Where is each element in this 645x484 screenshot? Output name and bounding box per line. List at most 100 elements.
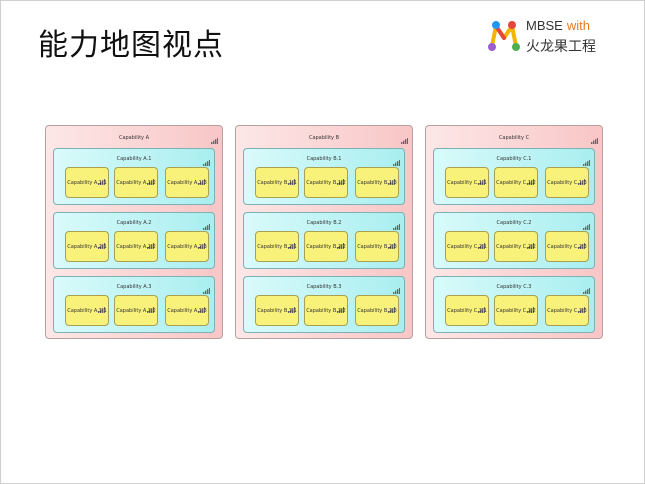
capability-icon bbox=[583, 151, 590, 166]
capability-icon bbox=[578, 298, 585, 313]
capability-icon bbox=[527, 298, 534, 313]
capability-level2[interactable]: Capability C.2.2 bbox=[494, 231, 538, 262]
capability-label: Capability C.3.1 bbox=[447, 308, 487, 314]
capability-icon bbox=[288, 234, 295, 249]
capability-level2[interactable]: Capability C.1.1 bbox=[445, 167, 489, 198]
capability-icon bbox=[203, 279, 210, 294]
capability-label: Capability C.1.1 bbox=[447, 180, 487, 186]
capability-level2[interactable]: Capability B.3.2 bbox=[304, 295, 348, 326]
capability-label: Capability B.1 bbox=[306, 156, 342, 162]
capability-level2[interactable]: Capability C.3.2 bbox=[494, 295, 538, 326]
capability-level2[interactable]: Capability B.1.2 bbox=[304, 167, 348, 198]
capability-icon bbox=[578, 234, 585, 249]
capability-icon bbox=[147, 234, 154, 249]
capability-label: Capability B bbox=[308, 135, 340, 141]
capability-icon bbox=[478, 170, 485, 185]
capability-icon bbox=[393, 215, 400, 230]
capability-level2[interactable]: Capability C.2.3 bbox=[545, 231, 589, 262]
capability-label: Capability C.2.1 bbox=[447, 244, 487, 250]
capability-label: Capability B.1.3 bbox=[357, 180, 397, 186]
capability-label: Capability A.1.3 bbox=[167, 180, 207, 186]
capability-icon bbox=[337, 170, 344, 185]
capability-icon bbox=[388, 298, 395, 313]
capability-label: Capability C.1.3 bbox=[547, 180, 587, 186]
capability-label: Capability B.3 bbox=[306, 284, 342, 290]
capability-level2[interactable]: Capability A.1.2 bbox=[114, 167, 158, 198]
capability-level2[interactable]: Capability A.1.1 bbox=[65, 167, 109, 198]
capability-level2[interactable]: Capability A.1.3 bbox=[165, 167, 209, 198]
page-title: 能力地图视点 bbox=[38, 28, 224, 63]
capability-level2[interactable]: Capability A.2.1 bbox=[65, 231, 109, 262]
capability-icon bbox=[98, 234, 105, 249]
capability-icon bbox=[198, 234, 205, 249]
capability-level2[interactable]: Capability B.1.1 bbox=[255, 167, 299, 198]
capability-level2[interactable]: Capability C.3.3 bbox=[545, 295, 589, 326]
capability-icon bbox=[393, 279, 400, 294]
capability-label: Capability A.3.1 bbox=[67, 308, 107, 314]
capability-label: Capability C.2 bbox=[496, 220, 532, 226]
capability-icon bbox=[337, 298, 344, 313]
logo-bottom-text: 火龙果工程 bbox=[526, 39, 596, 55]
capability-level2[interactable]: Capability A.2.2 bbox=[114, 231, 158, 262]
capability-level2[interactable]: Capability A.3.2 bbox=[114, 295, 158, 326]
capability-icon bbox=[147, 298, 154, 313]
capability-level2[interactable]: Capability A.3.1 bbox=[65, 295, 109, 326]
capability-label: Capability A.2 bbox=[116, 220, 152, 226]
capability-icon bbox=[198, 298, 205, 313]
capability-label: Capability A.1 bbox=[116, 156, 152, 162]
capability-icon bbox=[198, 170, 205, 185]
capability-label: Capability B.2 bbox=[306, 220, 342, 226]
capability-level2[interactable]: Capability B.3.1 bbox=[255, 295, 299, 326]
capability-label: Capability A.1.1 bbox=[67, 180, 107, 186]
capability-level2[interactable]: Capability C.2.1 bbox=[445, 231, 489, 262]
capability-icon bbox=[478, 298, 485, 313]
capability-label: Capability C bbox=[498, 135, 530, 141]
capability-level2[interactable]: Capability C.1.3 bbox=[545, 167, 589, 198]
capability-label: Capability A.2.2 bbox=[116, 244, 156, 250]
capability-label: Capability A.1.2 bbox=[116, 180, 156, 186]
capability-icon bbox=[583, 215, 590, 230]
capability-level2[interactable]: Capability C.1.2 bbox=[494, 167, 538, 198]
capability-label: Capability B.1.1 bbox=[257, 180, 297, 186]
capability-label: Capability B.3.2 bbox=[306, 308, 346, 314]
capability-level2[interactable]: Capability B.3.3 bbox=[355, 295, 399, 326]
capability-level2[interactable]: Capability C.3.1 bbox=[445, 295, 489, 326]
capability-level2[interactable]: Capability A.2.3 bbox=[165, 231, 209, 262]
capability-label: Capability C.1 bbox=[496, 156, 532, 162]
capability-label: Capability A.3.2 bbox=[116, 308, 156, 314]
capability-icon bbox=[388, 234, 395, 249]
capability-label: Capability B.2.1 bbox=[257, 244, 297, 250]
capability-label: Capability B.2.2 bbox=[306, 244, 346, 250]
capability-level2[interactable]: Capability B.2.1 bbox=[255, 231, 299, 262]
capability-level2[interactable]: Capability B.2.2 bbox=[304, 231, 348, 262]
capability-label: Capability B.3.1 bbox=[257, 308, 297, 314]
capability-level2[interactable]: Capability B.2.3 bbox=[355, 231, 399, 262]
capability-icon bbox=[147, 170, 154, 185]
capability-label: Capability B.1.2 bbox=[306, 180, 346, 186]
capability-level2[interactable]: Capability A.3.3 bbox=[165, 295, 209, 326]
logo-mark-icon bbox=[488, 21, 520, 51]
capability-level2[interactable]: Capability B.1.3 bbox=[355, 167, 399, 198]
capability-icon bbox=[211, 129, 218, 144]
capability-icon bbox=[337, 234, 344, 249]
capability-label: Capability A.2.1 bbox=[67, 244, 107, 250]
capability-label: Capability C.3.3 bbox=[547, 308, 587, 314]
logo-with-text: with bbox=[566, 18, 590, 33]
capability-icon bbox=[288, 170, 295, 185]
capability-icon bbox=[478, 234, 485, 249]
